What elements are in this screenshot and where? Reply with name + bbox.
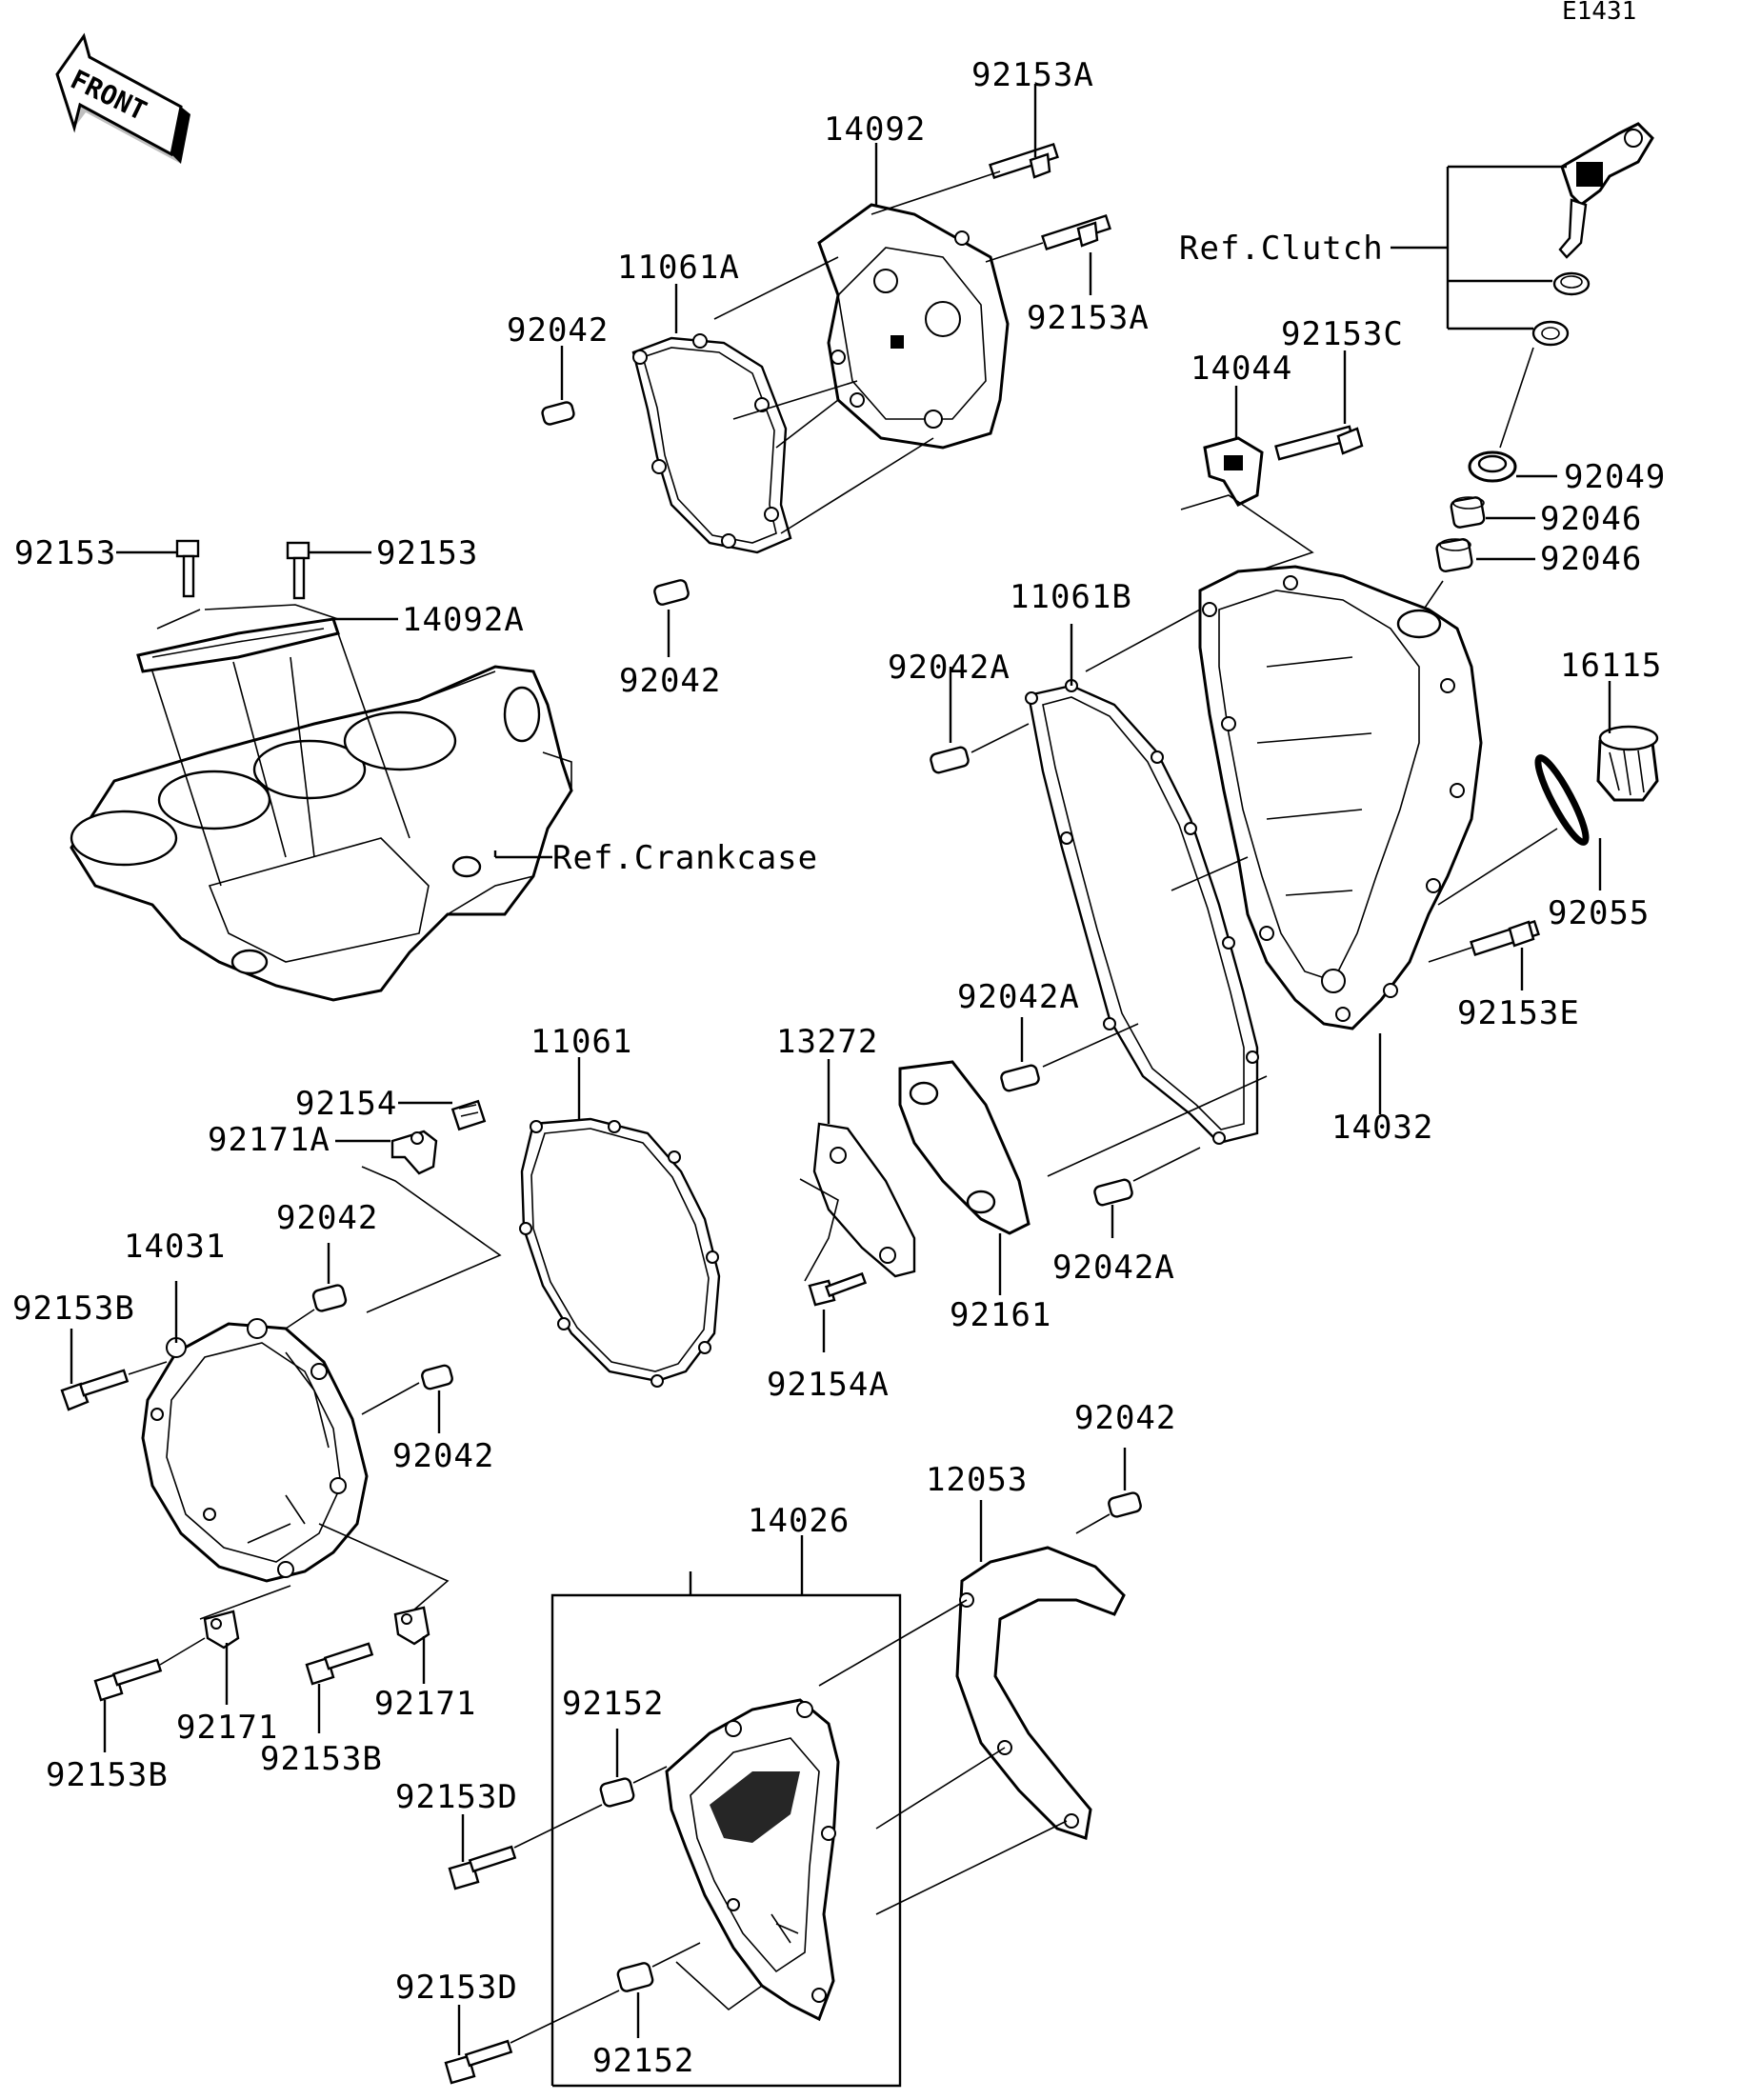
label-92055: 92055	[1548, 894, 1650, 932]
bolt-92153A-lower	[1041, 214, 1111, 250]
label-92153A-top: 92153A	[971, 56, 1094, 94]
collar-92152-lower	[616, 1962, 654, 1992]
oil-filler-plug-16115	[1596, 725, 1659, 802]
label-92152-lower: 92152	[592, 2042, 694, 2080]
dowel-pin-92042-top-lower	[653, 579, 690, 606]
label-92152-upper: 92152	[562, 1685, 664, 1723]
label-13272: 13272	[776, 1023, 878, 1061]
front-arrow-icon: FRONT	[55, 32, 190, 164]
bushing-92046-upper	[1450, 496, 1486, 529]
label-92049: 92049	[1564, 458, 1666, 496]
bolt-92153B-bottom-left	[93, 1658, 163, 1702]
dowel-pin-92042A-middle	[1000, 1064, 1040, 1092]
pad-92161	[898, 1060, 1031, 1235]
dowel-pin-92042A-lower	[1093, 1178, 1133, 1207]
dowel-pin-92042-bottom-right	[1108, 1491, 1142, 1518]
label-92171-right: 92171	[374, 1685, 476, 1723]
label-92153-left: 92153	[14, 534, 116, 572]
o-ring-92055	[1534, 754, 1590, 846]
bolt-92154	[450, 1099, 487, 1131]
bolt-92153D-lower	[444, 2039, 513, 2085]
label-11061A: 11061A	[617, 249, 740, 287]
label-11061B: 11061B	[1010, 578, 1132, 616]
label-12053: 12053	[926, 1461, 1028, 1499]
label-92042-top-bottom: 92042	[619, 662, 721, 700]
bracket-12053	[955, 1546, 1126, 1840]
bracket-14044	[1203, 436, 1264, 507]
ref-clutch: Ref.Clutch	[1179, 230, 1384, 268]
label-92161: 92161	[950, 1296, 1051, 1334]
bolt-92153B-bottom-right	[305, 1642, 374, 1686]
clutch-release-lever	[1558, 122, 1654, 259]
bolt-92153A-upper	[989, 143, 1059, 179]
collar-92152-upper	[599, 1777, 635, 1808]
clutch-cover-14032	[1198, 565, 1483, 1030]
label-14092A: 14092A	[402, 601, 525, 639]
label-92042A-lower: 92042A	[1052, 1249, 1175, 1287]
label-14026: 14026	[748, 1502, 850, 1540]
pulser-cover-14092	[817, 203, 1010, 450]
label-92153B-bottom-left: 92153B	[46, 1756, 169, 1794]
diagram-code: E1431	[1562, 0, 1636, 26]
label-92042A-upper: 92042A	[888, 649, 1011, 687]
label-92046-lower: 92046	[1540, 540, 1642, 578]
label-92153D-upper: 92153D	[395, 1778, 518, 1816]
bolt-92153D-upper	[448, 1845, 517, 1890]
dowel-pin-92042-left-lower	[421, 1364, 453, 1390]
label-92153-right: 92153	[376, 534, 478, 572]
label-92042-left-lower: 92042	[392, 1437, 494, 1475]
label-14092: 14092	[824, 110, 926, 149]
label-14032: 14032	[1331, 1109, 1433, 1147]
label-92153A-right: 92153A	[1027, 299, 1150, 337]
bolt-92153-left	[175, 539, 200, 598]
label-92046-upper: 92046	[1540, 500, 1642, 538]
cover-14092A	[136, 617, 340, 673]
gasket-11061B	[1025, 679, 1259, 1145]
bolt-92153E	[1470, 920, 1540, 956]
dowel-pin-92042-left-upper	[311, 1284, 348, 1312]
label-92153B-top: 92153B	[12, 1290, 135, 1328]
dowel-pin-92042-top	[541, 401, 575, 426]
bracket-92171A	[390, 1130, 438, 1175]
label-14044: 14044	[1191, 350, 1292, 388]
bracket-92171-right	[393, 1606, 430, 1646]
clutch-spring	[1552, 271, 1591, 296]
bushing-92046-lower	[1435, 538, 1473, 572]
gasket-11061A	[631, 333, 792, 554]
label-92042A-middle: 92042A	[957, 978, 1080, 1016]
label-14031: 14031	[124, 1228, 226, 1266]
label-92171-left: 92171	[176, 1709, 278, 1747]
dowel-pin-92042A-upper	[930, 746, 970, 774]
gasket-11061	[519, 1117, 721, 1388]
label-92153B-bottom-right: 92153B	[260, 1740, 383, 1778]
label-16115: 16115	[1560, 647, 1662, 685]
label-92042-bottom-right: 92042	[1074, 1399, 1176, 1437]
clutch-washer	[1531, 320, 1570, 347]
sprocket-cover-14026	[665, 1698, 840, 2022]
label-92171A: 92171A	[208, 1121, 330, 1159]
bracket-92171-left	[203, 1610, 240, 1650]
bolt-92153C	[1274, 425, 1364, 461]
label-92153C: 92153C	[1281, 315, 1404, 353]
bolt-92153B-top	[60, 1369, 130, 1411]
label-92154: 92154	[295, 1085, 397, 1123]
label-92153E: 92153E	[1457, 994, 1580, 1032]
label-92042-top-left: 92042	[507, 311, 609, 350]
label-92154A: 92154A	[767, 1366, 890, 1404]
label-92042-left-upper: 92042	[276, 1199, 378, 1237]
label-11061: 11061	[530, 1023, 632, 1061]
ref-crankcase: Ref.Crankcase	[552, 839, 818, 877]
oil-seal-92049	[1468, 450, 1517, 483]
plate-13272	[812, 1122, 916, 1278]
generator-cover-14031	[141, 1318, 369, 1583]
crankcase-cylinder-block	[70, 665, 573, 1002]
label-92153D-lower: 92153D	[395, 1969, 518, 2007]
bolt-92154A	[808, 1271, 868, 1307]
bolt-92153-right	[286, 541, 310, 600]
